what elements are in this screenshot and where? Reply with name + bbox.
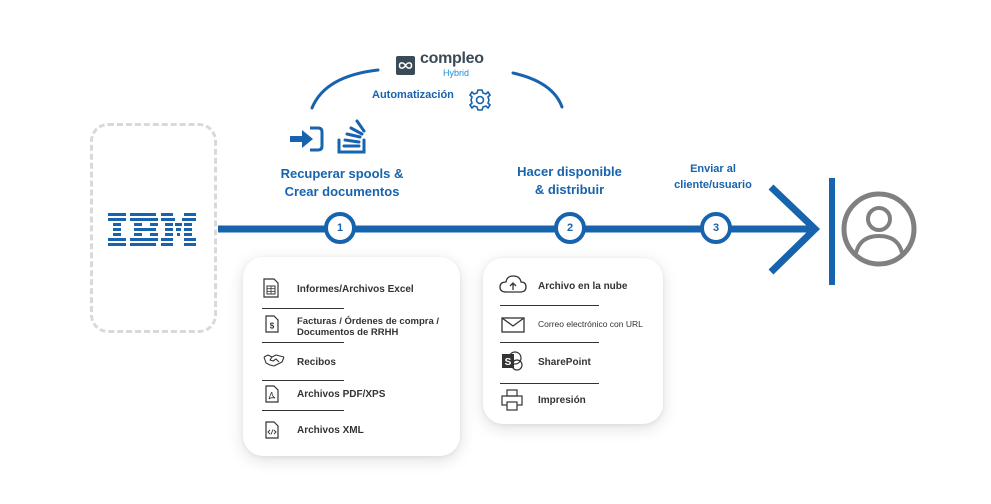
- output-cloud: Archivo en la nube: [538, 281, 628, 292]
- sharepoint-icon: S: [502, 351, 523, 371]
- xml-file-icon: [265, 421, 279, 439]
- handshake-icon: [263, 354, 285, 367]
- list-item-xml: Archivos XML: [297, 425, 364, 436]
- svg-text:$: $: [270, 322, 275, 331]
- pdf-icon: [265, 385, 279, 403]
- printer-icon: [501, 389, 523, 411]
- infinity-icon: [396, 56, 415, 75]
- divider: [262, 342, 344, 343]
- list-item-invoices: Facturas / Órdenes de compra / Documento…: [297, 316, 439, 338]
- arrow-head: [768, 184, 821, 275]
- stack-icon: [337, 119, 366, 154]
- step-2-label: Hacer disponible & distribuir: [502, 163, 637, 199]
- step-1-label: Recuperar spools & Crear documentos: [268, 165, 416, 201]
- step-circle-3: [700, 212, 732, 244]
- step-3-line1: Enviar al: [690, 163, 736, 175]
- divider: [500, 383, 599, 384]
- invoices-line2: Documentos de RRHH: [297, 327, 399, 338]
- output-print: Impresión: [538, 395, 586, 406]
- step-number-2: 2: [566, 222, 574, 234]
- step-3-label: Enviar al cliente/usuario: [662, 161, 764, 193]
- envelope-icon: [501, 317, 525, 333]
- step-number-1: 1: [336, 222, 344, 234]
- svg-text:S: S: [505, 357, 512, 368]
- step-number-3: 3: [712, 222, 720, 234]
- step-1-line2: Crear documentos: [284, 184, 400, 199]
- sign-in-icon: [290, 126, 324, 152]
- divider: [500, 305, 599, 306]
- cloud-upload-icon: [499, 275, 527, 293]
- document-types-card: [243, 257, 460, 456]
- automation-arc-right: [511, 71, 564, 109]
- compleo-logo-sub: Hybrid: [443, 68, 470, 78]
- step-2-line2: & distribuir: [534, 182, 605, 197]
- step-circle-2: [554, 212, 586, 244]
- gear-icon: [468, 89, 492, 111]
- step-3-line2: cliente/usuario: [674, 179, 752, 191]
- divider: [262, 410, 344, 411]
- divider: [500, 342, 599, 343]
- automation-label: Automatización: [372, 89, 454, 101]
- list-item-receipts: Recibos: [297, 357, 336, 368]
- list-item-pdf: Archivos PDF/XPS: [297, 389, 386, 400]
- output-sharepoint: SharePoint: [538, 357, 591, 368]
- step-2-line1: Hacer disponible: [517, 164, 622, 179]
- output-email: Correo electrónico con URL: [538, 319, 643, 329]
- list-item-excel: Informes/Archivos Excel: [297, 284, 414, 295]
- divider: [262, 308, 344, 309]
- user-icon: [841, 191, 917, 267]
- invoices-line1: Facturas / Órdenes de compra /: [297, 316, 440, 327]
- spreadsheet-icon: [263, 278, 279, 298]
- ibm-logo: [108, 213, 196, 246]
- divider: [262, 380, 344, 381]
- ibm-source-frame: [90, 123, 217, 333]
- automation-arc: [310, 68, 380, 110]
- step-circle-1: [324, 212, 356, 244]
- invoice-icon: $: [265, 315, 279, 333]
- step-1-line1: Recuperar spools &: [280, 166, 404, 181]
- compleo-logo-name: compleo: [420, 50, 484, 67]
